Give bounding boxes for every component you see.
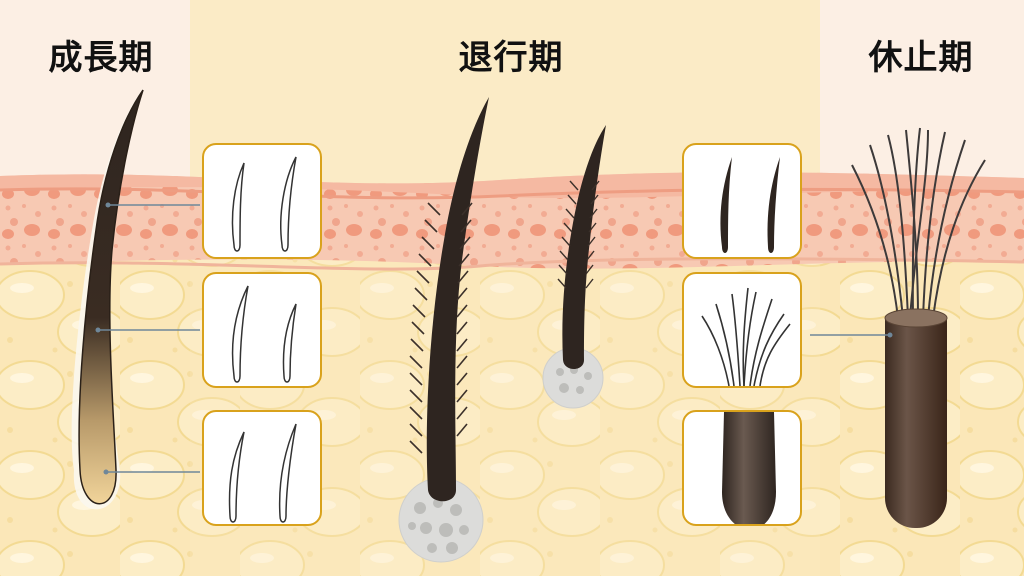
telogen-inset-2 [682, 272, 802, 388]
anagen-inset-2 [202, 272, 322, 388]
telogen-inset-1 [682, 143, 802, 259]
anagen-hair [71, 88, 200, 510]
anagen-inset-3 [202, 410, 322, 526]
telogen-inset-3 [682, 410, 802, 526]
hair-outline-pair-icon [228, 423, 297, 523]
solid-hair-pair-icon [720, 157, 780, 253]
catagen-title: 退行期 [458, 38, 564, 78]
hair-outline-pair-icon [231, 285, 297, 383]
telogen-club-hair [810, 127, 986, 528]
hair-outline-pair-icon [231, 156, 297, 252]
catagen-hair-small [542, 125, 606, 409]
club-hair-root-icon [722, 412, 776, 524]
telogen-title: 休止期 [868, 38, 974, 78]
hair-bundle-icon [701, 287, 791, 386]
anagen-inset-1 [202, 143, 322, 259]
anagen-title: 成長期 [48, 38, 154, 78]
catagen-hair-large [398, 97, 489, 563]
